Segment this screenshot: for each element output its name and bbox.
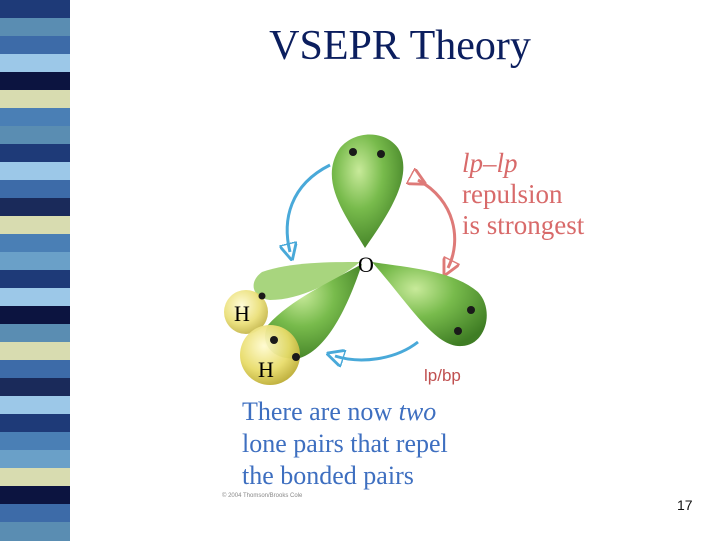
stripe-block (0, 126, 70, 145)
electron-dot (349, 148, 357, 156)
hydrogen-atom-front (240, 325, 300, 385)
stripe-block (0, 72, 70, 91)
stripe-block (0, 216, 70, 235)
stripe-block (0, 144, 70, 163)
stripe-block (0, 324, 70, 343)
stripe-block (0, 342, 70, 361)
lp-lp-term: lp–lp (462, 148, 518, 178)
stripe-block (0, 90, 70, 109)
lp-bp-arrow (335, 340, 419, 360)
stripe-block (0, 288, 70, 307)
bp-lp-arrow (287, 163, 331, 252)
lp-lp-arrow (418, 180, 455, 268)
caption-line1-italic: two (398, 397, 437, 426)
lone-pair-lobe-right (372, 262, 487, 347)
lp-lp-line2: repulsion (462, 179, 563, 209)
stripe-block (0, 0, 70, 19)
electron-dot (258, 292, 266, 300)
lp-lp-line3: is strongest (462, 210, 585, 240)
stripe-block (0, 234, 70, 253)
copyright-notice: © 2004 Thomson/Brooks Cole (222, 493, 303, 499)
stripe-block (0, 198, 70, 217)
decorative-stripe (0, 0, 70, 541)
stripe-block (0, 450, 70, 469)
lone-pair-lobe-top (331, 134, 404, 248)
electron-dot (377, 150, 385, 158)
stripe-block (0, 306, 70, 325)
stripe-block (0, 522, 70, 541)
stripe-block (0, 180, 70, 199)
electron-dot (454, 327, 462, 335)
stripe-block (0, 36, 70, 55)
water-molecule-diagram: O H H (224, 134, 487, 385)
caption-line2: lone pairs that repel (242, 429, 448, 458)
stripe-block (0, 378, 70, 397)
stripe-block (0, 108, 70, 127)
electron-dot (292, 353, 300, 361)
electron-dot (270, 336, 278, 344)
slide-title: VSEPR Theory (269, 23, 531, 69)
hydrogen-label-back: H (234, 301, 250, 326)
hydrogen-label-front: H (258, 357, 274, 382)
stripe-block (0, 54, 70, 73)
electron-dot (467, 306, 475, 314)
bonding-lobe-back (253, 262, 360, 300)
oxygen-label: O (358, 252, 374, 277)
caption-line3: the bonded pairs (242, 461, 414, 490)
stripe-block (0, 360, 70, 379)
stripe-block (0, 468, 70, 487)
stripe-block (0, 432, 70, 451)
hydrogen-atom-back (224, 290, 268, 334)
stripe-block (0, 270, 70, 289)
stripe-block (0, 414, 70, 433)
caption-line1-prefix: There are now (242, 397, 399, 426)
lp-bp-label: lp/bp (424, 366, 461, 385)
stripe-block (0, 18, 70, 37)
stripe-block (0, 486, 70, 505)
diagram-caption: There are now two lone pairs that repel … (242, 396, 448, 492)
stripe-block (0, 504, 70, 523)
stripe-block (0, 252, 70, 271)
lp-lp-repulsion-label: lp–lp repulsion is strongest (462, 148, 584, 241)
stripe-block (0, 162, 70, 181)
stripe-block (0, 396, 70, 415)
page-number: 17 (677, 497, 693, 513)
